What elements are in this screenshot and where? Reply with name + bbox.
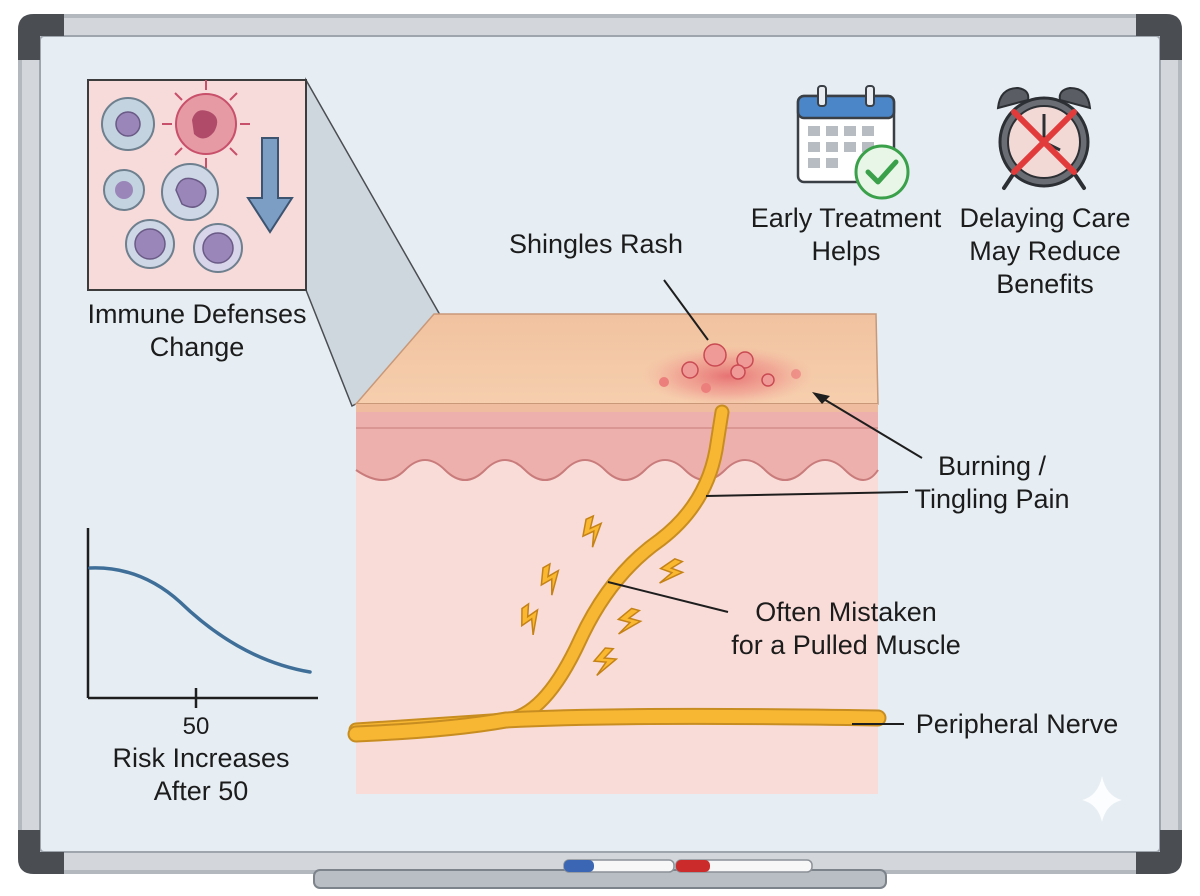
delaying-care-label: Delaying Care May Reduce Benefits xyxy=(959,203,1131,299)
leader-lines xyxy=(607,279,923,725)
risk-chart xyxy=(86,528,318,708)
marker-tray xyxy=(313,859,887,889)
peripheral-nerve xyxy=(347,404,887,743)
lightning-bolt-icon xyxy=(521,514,685,676)
risk-curve xyxy=(88,566,312,674)
burning-pain-label: Burning / Tingling Pain xyxy=(914,451,1070,514)
risk-label: Risk Increases After 50 xyxy=(112,743,290,806)
early-treatment-label: Early Treatment Helps xyxy=(750,203,942,266)
sparkle-icon xyxy=(1082,776,1122,822)
immune-panel xyxy=(87,79,307,291)
calendar-check-icon xyxy=(796,85,910,200)
mistaken-label: Often Mistaken for a Pulled Muscle xyxy=(731,597,961,660)
rash-label: Shingles Rash xyxy=(508,229,684,259)
crossed-alarm-clock-icon xyxy=(996,86,1092,190)
decrease-arrow-icon xyxy=(246,137,294,234)
immune-cells-icon xyxy=(101,80,250,273)
immune-label: Immune Defenses Change xyxy=(87,299,307,362)
peripheral-nerve-label: Peripheral Nerve xyxy=(915,709,1119,739)
risk-tick-label: 50 xyxy=(182,713,210,740)
shingles-rash xyxy=(642,343,814,406)
